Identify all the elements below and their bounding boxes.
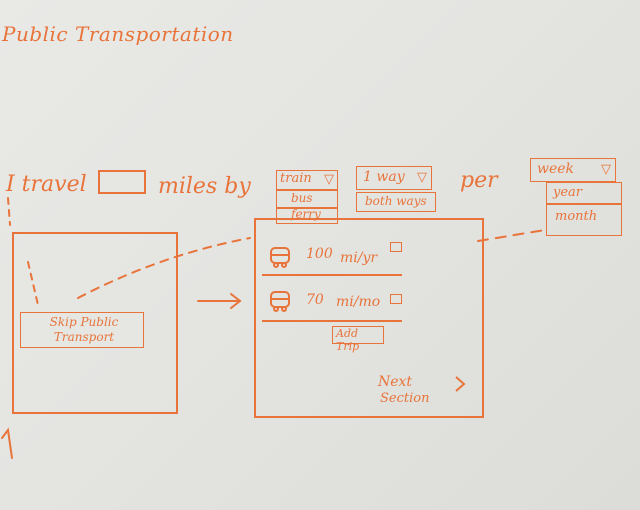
mode-select[interactable]: train ▽ — [276, 170, 338, 190]
mode-select-value: train — [280, 171, 312, 186]
trips-card: 100 mi/yr 70 mi/mo Add Trip Next Section — [254, 218, 484, 418]
direction-option-1[interactable]: both ways — [356, 192, 436, 212]
bus-icon — [270, 247, 290, 268]
mode-option-2[interactable]: ferry — [276, 207, 338, 224]
chevron-down-icon: ▽ — [601, 162, 611, 177]
chevron-down-icon: ▽ — [324, 172, 334, 187]
period-option-2[interactable]: month — [546, 204, 622, 236]
mode-option-label: ferry — [291, 207, 321, 221]
chevron-down-icon: ▽ — [417, 170, 427, 185]
trip-menu-button[interactable] — [390, 242, 402, 252]
trip-unit: mi/mo — [336, 294, 381, 310]
mode-option-1[interactable]: bus — [276, 190, 338, 208]
next-label: Section — [380, 391, 430, 406]
divider — [262, 274, 402, 276]
period-option-label: year — [553, 185, 583, 200]
next-label: Next — [378, 374, 413, 390]
period-option-label: month — [555, 209, 598, 224]
divider — [262, 320, 402, 322]
trip-row: 100 mi/yr — [264, 242, 474, 276]
trip-value: 100 — [306, 246, 333, 262]
skip-public-transport-button[interactable]: Skip Public Transport — [20, 312, 144, 348]
skip-card — [12, 232, 178, 414]
trip-unit: mi/yr — [340, 250, 378, 266]
bus-icon — [270, 291, 290, 312]
trip-menu-button[interactable] — [390, 294, 402, 304]
sentence-prefix: I travel — [6, 172, 87, 197]
page-title: Public Transportation — [2, 22, 234, 46]
period-select[interactable]: week ▽ — [530, 158, 616, 182]
direction-select-value: 1 way — [363, 169, 405, 185]
skip-button-label: Skip Public Transport — [49, 315, 119, 344]
period-select-value: week — [537, 161, 575, 177]
direction-option-label: both ways — [365, 194, 427, 208]
mode-option-label: bus — [291, 191, 313, 205]
add-trip-button[interactable]: Add Trip — [332, 326, 384, 353]
period-option-1[interactable]: year — [546, 182, 622, 204]
direction-select[interactable]: 1 way ▽ — [356, 166, 432, 190]
sentence-miles-by: miles by — [158, 174, 251, 199]
miles-input[interactable] — [98, 170, 146, 194]
chevron-right-icon — [455, 376, 466, 392]
sentence-per: per — [460, 168, 498, 193]
trip-value: 70 — [306, 292, 324, 308]
add-trip-label: Add Trip — [336, 327, 360, 353]
trip-row: 70 mi/mo — [264, 286, 474, 320]
next-section-button[interactable]: Next Section — [374, 374, 474, 412]
